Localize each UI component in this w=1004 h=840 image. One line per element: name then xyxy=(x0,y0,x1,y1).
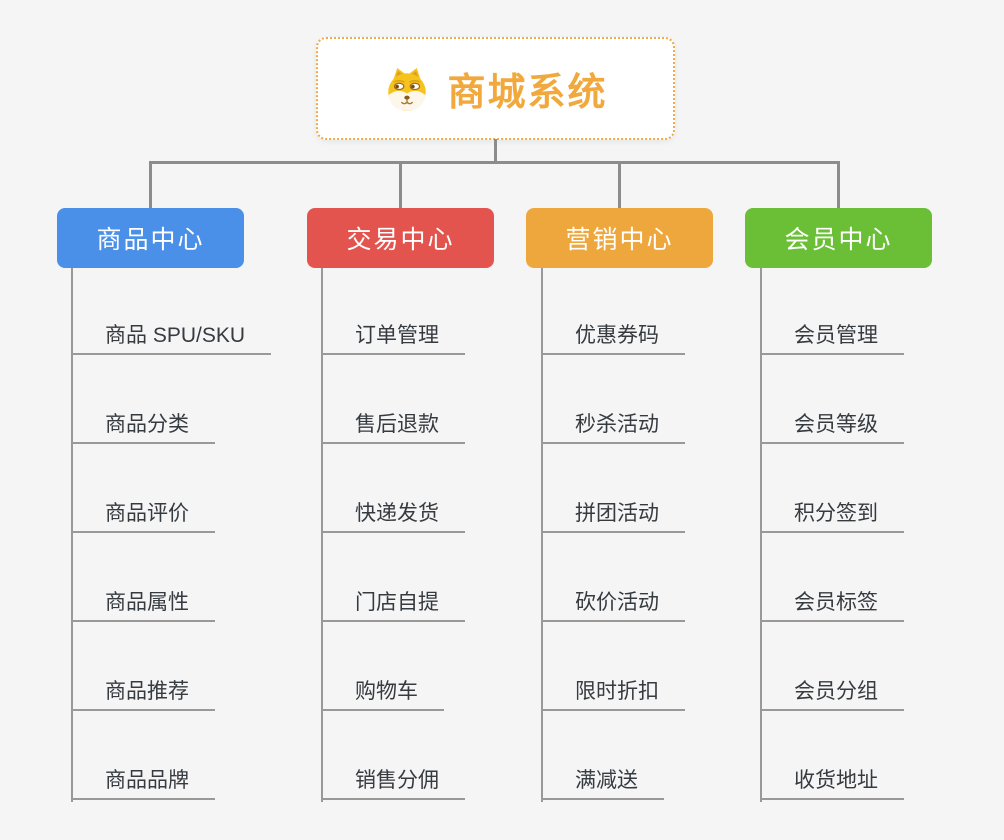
connector-drop-branch-1 xyxy=(149,161,152,208)
leaf-node[interactable]: 会员分组 xyxy=(760,671,904,711)
branch-node-trade-center[interactable]: 交易中心 xyxy=(307,208,494,268)
leaf-node[interactable]: 商品评价 xyxy=(71,493,215,533)
branch-spine-trade-center xyxy=(321,268,323,802)
leaf-node[interactable]: 商品 SPU/SKU xyxy=(71,315,272,355)
leaf-node[interactable]: 优惠券码 xyxy=(541,315,685,355)
leaf-node[interactable]: 购物车 xyxy=(321,671,444,711)
branch-node-member-center[interactable]: 会员中心 xyxy=(745,208,932,268)
leaf-node[interactable]: 商品分类 xyxy=(71,404,215,444)
leaf-node[interactable]: 限时折扣 xyxy=(541,671,685,711)
leaf-node[interactable]: 积分签到 xyxy=(760,493,904,533)
leaf-node[interactable]: 快递发货 xyxy=(321,493,465,533)
leaf-node[interactable]: 砍价活动 xyxy=(541,582,685,622)
branch-spine-product-center xyxy=(71,268,73,802)
branch-node-product-center[interactable]: 商品中心 xyxy=(57,208,244,268)
leaf-node[interactable]: 拼团活动 xyxy=(541,493,685,533)
connector-root-drop xyxy=(494,139,497,163)
leaf-node[interactable]: 订单管理 xyxy=(321,315,465,355)
branch-spine-member-center xyxy=(760,268,762,802)
leaf-node[interactable]: 会员标签 xyxy=(760,582,904,622)
leaf-node[interactable]: 会员管理 xyxy=(760,315,904,355)
branch-node-marketing-center[interactable]: 营销中心 xyxy=(526,208,713,268)
dog-face-icon xyxy=(388,67,427,111)
leaf-node[interactable]: 销售分佣 xyxy=(321,760,465,800)
connector-drop-branch-4 xyxy=(837,161,840,208)
leaf-node[interactable]: 商品品牌 xyxy=(71,760,215,800)
leaf-node[interactable]: 商品属性 xyxy=(71,582,215,622)
leaf-node[interactable]: 收货地址 xyxy=(760,760,904,800)
leaf-node[interactable]: 秒杀活动 xyxy=(541,404,685,444)
leaf-node[interactable]: 会员等级 xyxy=(760,404,904,444)
connector-horizontal xyxy=(149,161,840,164)
connector-drop-branch-2 xyxy=(399,161,402,208)
leaf-node[interactable]: 售后退款 xyxy=(321,404,465,444)
connector-drop-branch-3 xyxy=(618,161,621,208)
leaf-node[interactable]: 商品推荐 xyxy=(71,671,215,711)
root-node[interactable]: 商城系统 xyxy=(316,37,675,140)
leaf-node[interactable]: 满减送 xyxy=(541,760,664,800)
leaf-node[interactable]: 门店自提 xyxy=(321,582,465,622)
branch-spine-marketing-center xyxy=(541,268,543,802)
root-title: 商城系统 xyxy=(447,72,608,114)
